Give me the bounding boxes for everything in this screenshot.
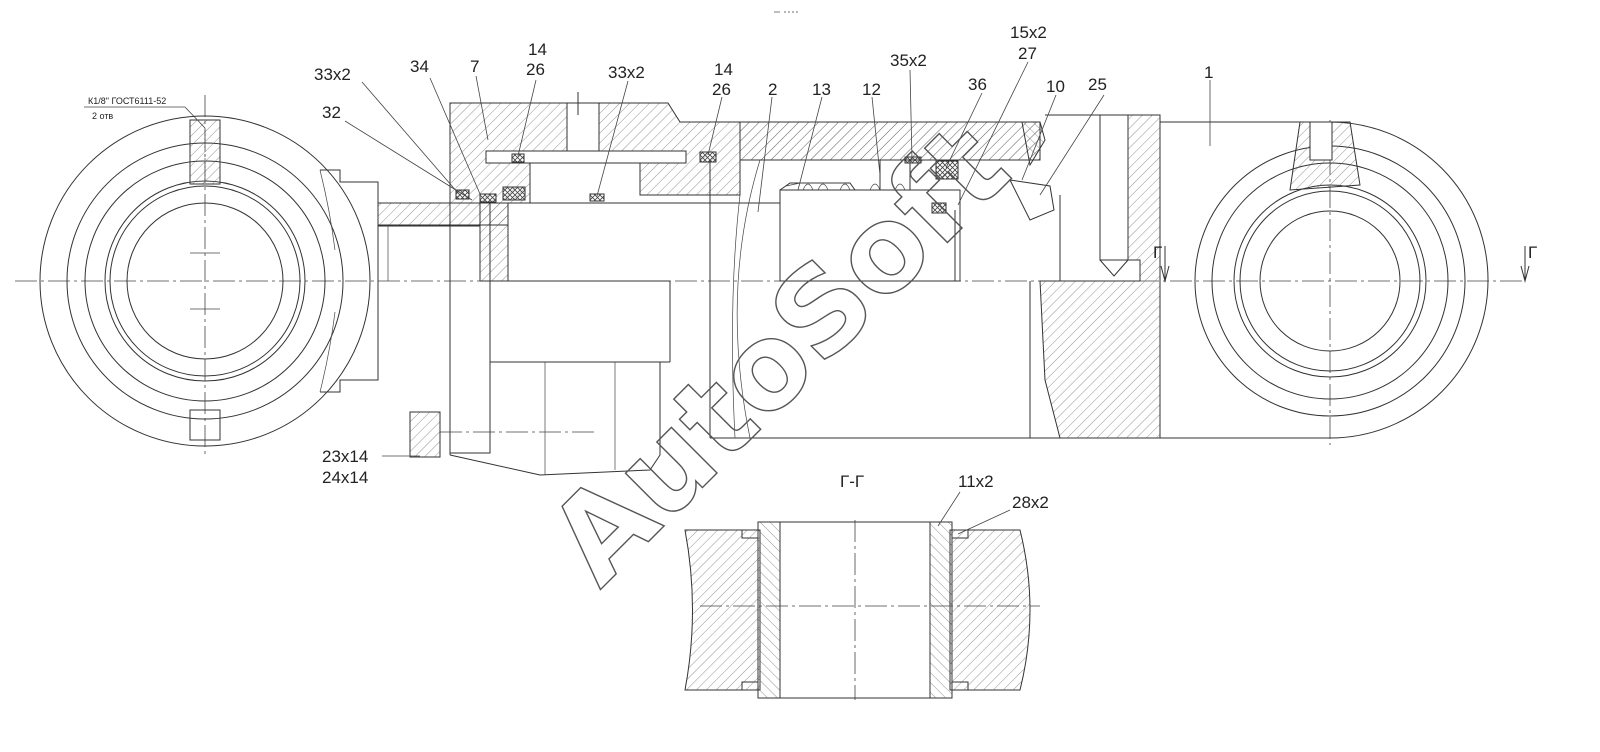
piston [779, 159, 1061, 282]
callout-12: 12 [862, 80, 881, 99]
thread-note-text: К1/8" ГОСТ6111-52 [88, 96, 166, 106]
callout-28x2: 28x2 [1012, 493, 1049, 512]
section-view: Г-Г [684, 472, 1040, 700]
left-eye [39, 95, 379, 455]
callout-34: 34 [410, 57, 429, 76]
callout-24x14: 24x14 [322, 468, 368, 487]
callout-26-a: 26 [526, 60, 545, 79]
leader-lines [344, 61, 1211, 535]
callout-32: 32 [322, 103, 341, 122]
callout-13: 13 [812, 80, 831, 99]
callout-15x2: 15x2 [1010, 23, 1047, 42]
callout-23x14: 23x14 [322, 447, 368, 466]
section-label: Г-Г [840, 472, 864, 491]
callout-26-b: 26 [712, 80, 731, 99]
callout-1: 1 [1204, 63, 1213, 82]
thread-note-count: 2 отв [92, 111, 113, 121]
section-mark-right: Г [1528, 243, 1537, 262]
callout-14-b: 14 [714, 60, 733, 79]
bolt [409, 411, 595, 458]
piston-rod [377, 202, 780, 282]
right-eye [1160, 120, 1489, 445]
callout-33x2-mid: 33x2 [608, 63, 645, 82]
callout-labels: 33x2 34 7 14 26 33x2 14 26 2 13 12 35x2 … [314, 23, 1213, 512]
callout-25: 25 [1088, 75, 1107, 94]
callout-10: 10 [1046, 77, 1065, 96]
callout-7: 7 [470, 57, 479, 76]
cylinder-base [1009, 114, 1161, 439]
callout-27: 27 [1018, 44, 1037, 63]
callout-33x2-left: 33x2 [314, 65, 351, 84]
callout-14-a: 14 [528, 40, 547, 59]
callout-11x2: 11x2 [958, 472, 994, 491]
thread-note: К1/8" ГОСТ6111-52 2 отв [84, 96, 206, 129]
section-mark-left: Г [1153, 243, 1162, 262]
callout-36: 36 [968, 75, 987, 94]
callout-35x2: 35x2 [890, 51, 927, 70]
section-marks: Г Г [1153, 243, 1537, 283]
callout-2: 2 [768, 80, 777, 99]
